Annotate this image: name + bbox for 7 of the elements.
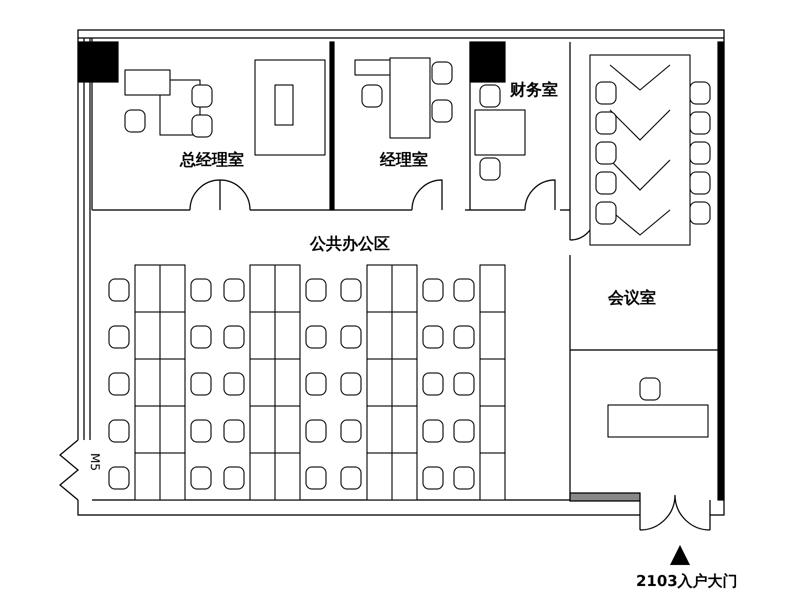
room-name: 公共办公区 xyxy=(310,234,390,255)
door-code: M5 xyxy=(88,453,102,471)
room-name: 经理室 xyxy=(380,150,428,171)
room-name: 会议室 xyxy=(608,288,656,309)
room-name: 总经理室 xyxy=(180,150,244,171)
entrance-label: 2103入户大门 xyxy=(636,572,738,591)
room-name: 财务室 xyxy=(510,80,558,101)
